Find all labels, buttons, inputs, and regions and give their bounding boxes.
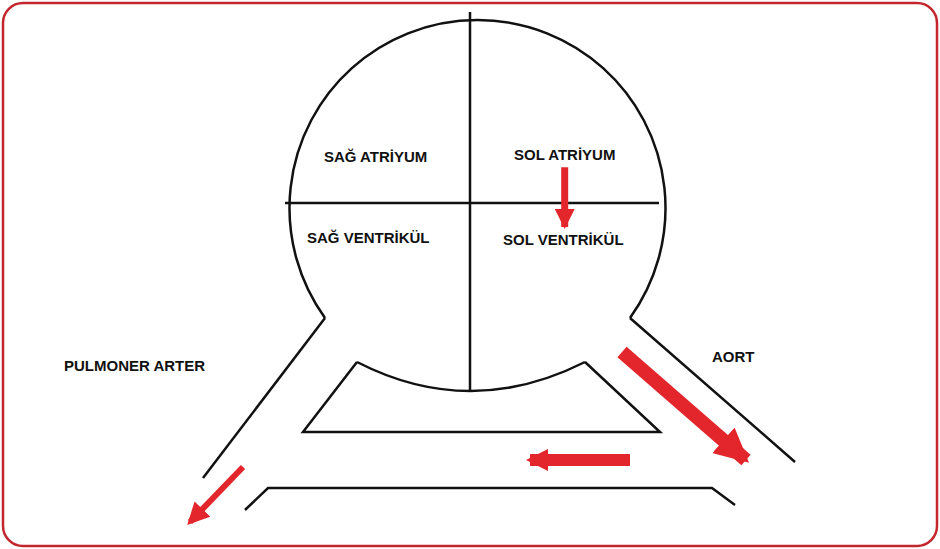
heart-outline bbox=[203, 12, 795, 510]
vessel-label-text: PULMONER ARTER bbox=[64, 357, 205, 374]
frame-border bbox=[3, 3, 937, 546]
heart-chamber: SOL ATRİYUM bbox=[511, 144, 618, 165]
chamber-label: SOL VENTRİKÜL bbox=[503, 231, 624, 248]
chamber-label: SOL ATRİYUM bbox=[514, 146, 615, 163]
vessel-label: PULMONER ARTER bbox=[64, 357, 205, 374]
vessel-label: AORT bbox=[712, 348, 755, 365]
flow-arrow bbox=[561, 167, 568, 227]
heart-chamber: SAĞ VENTRİKÜL bbox=[304, 227, 433, 248]
heart-chamber: SOL VENTRİKÜL bbox=[500, 229, 627, 250]
flow-arrows bbox=[190, 352, 746, 522]
chamber-label: SAĞ ATRİYUM bbox=[324, 148, 427, 165]
heart-chamber: SAĞ ATRİYUM bbox=[321, 146, 430, 167]
chamber-label: SAĞ VENTRİKÜL bbox=[307, 229, 430, 246]
vessel-label-text: AORT bbox=[712, 348, 755, 365]
